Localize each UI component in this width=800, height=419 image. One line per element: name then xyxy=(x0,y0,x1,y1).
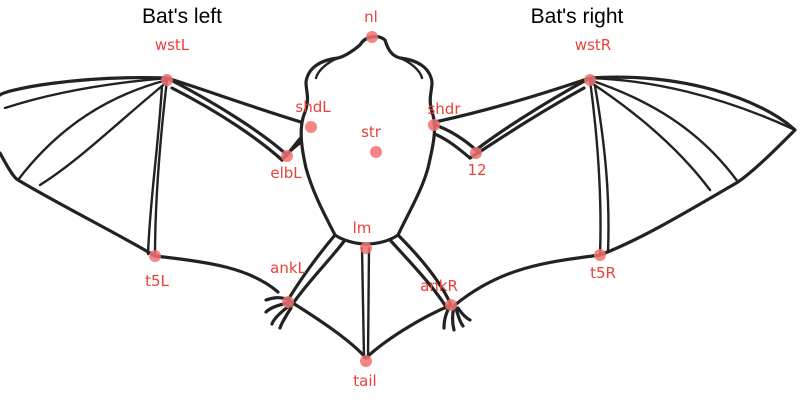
right-leg xyxy=(388,233,453,312)
bat-body xyxy=(299,34,437,246)
left-forearm xyxy=(165,76,289,162)
marker-12-label: 12 xyxy=(467,161,486,179)
marker-shdr-dot xyxy=(428,119,440,131)
right-foot xyxy=(442,303,472,332)
right-finger-5 xyxy=(593,84,610,254)
left-finger-2 xyxy=(16,78,169,182)
marker-nl: nl xyxy=(364,8,378,43)
marker-wstL: wstL xyxy=(155,36,190,86)
marker-t5L-label: t5L xyxy=(145,272,169,290)
marker-ankL: ankL xyxy=(270,259,307,308)
marker-ankR-dot xyxy=(445,299,457,311)
marker-12: 12 xyxy=(467,147,487,179)
right-forearm xyxy=(468,76,592,160)
right-finger-3 xyxy=(588,80,712,192)
heading-bats-left: Bat's left xyxy=(142,5,222,28)
marker-str-label: str xyxy=(361,123,382,141)
heading-bats-right: Bat's right xyxy=(531,5,624,28)
marker-wstR-dot xyxy=(584,74,596,86)
marker-lm-label: lm xyxy=(353,219,372,237)
marker-t5L-dot xyxy=(149,250,161,262)
marker-tail: tail xyxy=(353,355,377,390)
left-foot xyxy=(264,296,293,330)
marker-shdL-dot xyxy=(305,121,317,133)
left-finger-5 xyxy=(146,84,164,256)
bat-illustration xyxy=(0,34,797,360)
left-finger-3 xyxy=(38,80,169,187)
marker-elbL-dot xyxy=(281,150,293,162)
marker-ankR-label: ankR xyxy=(420,277,458,295)
keypoint-markers: nl wstL wstR shdL shdr str elbL 12 xyxy=(145,8,616,390)
right-humerus xyxy=(430,123,478,160)
left-finger-1 xyxy=(3,76,169,110)
marker-wstR-label: wstR xyxy=(575,36,611,54)
tail-bone xyxy=(360,246,371,360)
right-finger-2 xyxy=(588,78,740,184)
left-leg xyxy=(286,233,347,307)
marker-ankL-label: ankL xyxy=(270,259,306,277)
marker-shdr-label: shdr xyxy=(427,100,461,118)
right-finger-4 xyxy=(588,78,602,257)
marker-nl-label: nl xyxy=(364,8,378,26)
marker-shdL-label: shdL xyxy=(295,98,331,116)
marker-t5R: t5R xyxy=(590,249,616,282)
marker-str: str xyxy=(361,123,382,158)
marker-tail-label: tail xyxy=(353,372,376,390)
right-wing-outline xyxy=(453,75,797,307)
right-finger-1 xyxy=(588,76,797,132)
left-wing-outline xyxy=(0,76,280,294)
marker-ankL-dot xyxy=(282,296,294,308)
marker-t5R-dot xyxy=(594,249,606,261)
marker-12-dot xyxy=(470,147,482,159)
marker-t5L: t5L xyxy=(145,250,170,290)
bat-ears xyxy=(314,56,424,80)
right-wing-leading xyxy=(433,76,592,124)
marker-wstL-label: wstL xyxy=(155,36,190,54)
marker-elbL: elbL xyxy=(270,150,302,182)
marker-shdr: shdr xyxy=(427,100,461,131)
marker-wstL-dot xyxy=(161,74,173,86)
marker-lm: lm xyxy=(353,219,372,254)
left-finger-4 xyxy=(153,78,169,258)
left-wing-leading xyxy=(165,76,313,127)
marker-elbL-label: elbL xyxy=(270,164,302,182)
marker-ankR: ankR xyxy=(420,277,458,311)
marker-nl-dot xyxy=(366,31,378,43)
marker-t5R-label: t5R xyxy=(590,264,616,282)
right-wing xyxy=(430,75,797,307)
marker-str-dot xyxy=(370,146,382,158)
marker-wstR: wstR xyxy=(575,36,611,86)
marker-tail-dot xyxy=(360,355,372,367)
marker-lm-dot xyxy=(360,242,372,254)
marker-shdL: shdL xyxy=(295,98,331,133)
